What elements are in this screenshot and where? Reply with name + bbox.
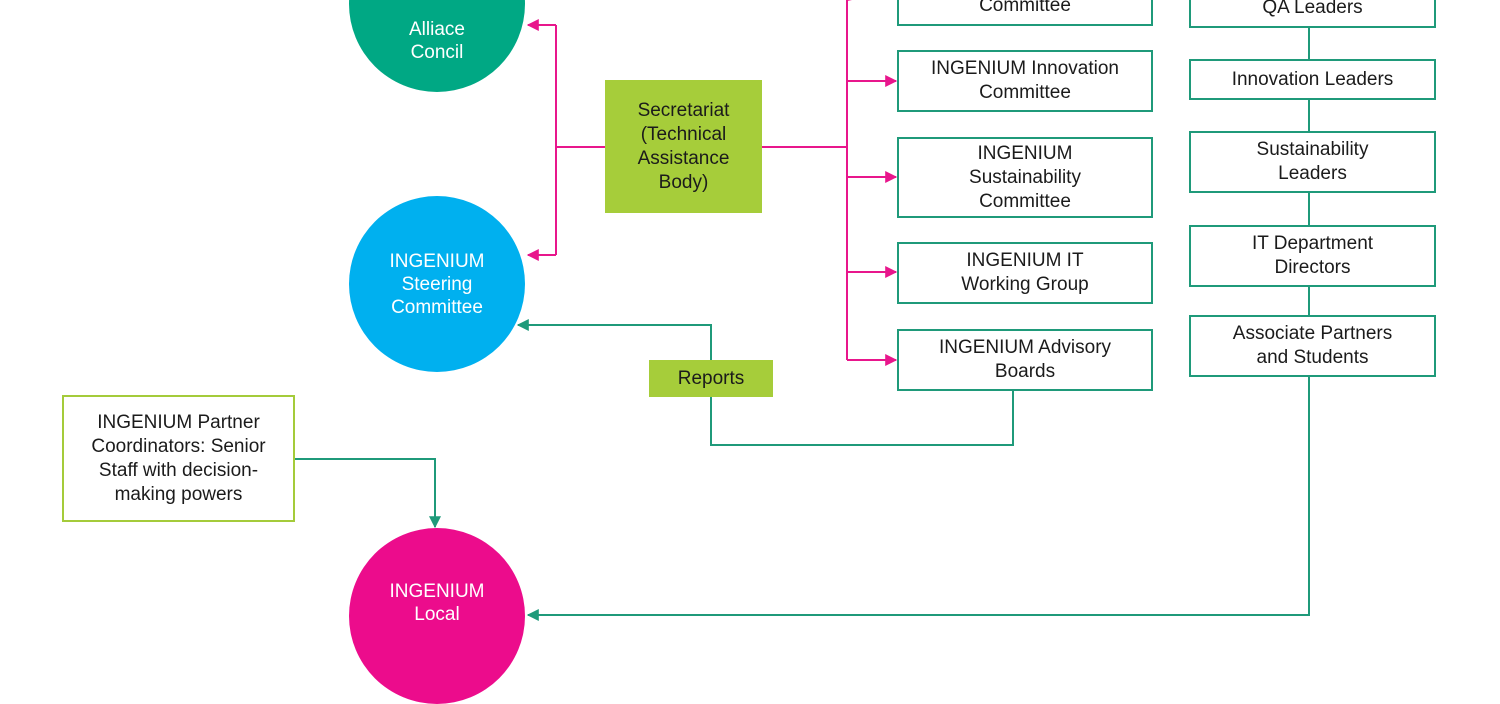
qa-leaders-box: QA Leaders	[1189, 0, 1436, 28]
secretariat-to-circles-connector	[526, 19, 605, 261]
partner-coordinators-connector	[294, 458, 441, 529]
reports-box: Reports	[649, 360, 773, 397]
committee-top-partial-box: Committee	[897, 0, 1153, 26]
reports-label: Reports	[677, 367, 745, 389]
local-circle: INGENIUM Local	[349, 528, 525, 704]
leaders-column-connector	[526, 28, 1310, 621]
steering-committee-label: INGENIUM Steering Committee	[389, 250, 485, 318]
associate-partners-box: Associate Partners and Students	[1189, 315, 1436, 377]
qa-leaders-label: QA Leaders	[1262, 0, 1363, 18]
it-directors-box: IT Department Directors	[1189, 225, 1436, 287]
partner-coordinators-box: INGENIUM Partner Coordinators: Senior St…	[62, 395, 295, 522]
sustainability-leaders-box: Sustainability Leaders	[1189, 131, 1436, 193]
secretariat-label: Secretariat (Technical Assistance Body)	[637, 99, 730, 193]
alliance-council-label: Alliace Concil	[409, 19, 465, 63]
reports-connector	[516, 319, 1014, 446]
it-directors-label: IT Department Directors	[1251, 233, 1374, 278]
advisory-boards-label: INGENIUM Advisory Boards	[938, 337, 1112, 382]
secretariat-box: Secretariat (Technical Assistance Body)	[605, 80, 762, 213]
innovation-leaders-label: Innovation Leaders	[1231, 68, 1394, 90]
secretariat-to-committees-connector	[761, 0, 898, 366]
innovation-committee-label: INGENIUM Innovation Committee	[931, 58, 1119, 103]
local-label: INGENIUM Local	[389, 581, 485, 625]
sustainability-committee-box: INGENIUM Sustainability Committee	[897, 137, 1153, 218]
innovation-committee-box: INGENIUM Innovation Committee	[897, 50, 1153, 112]
partner-coordinators-label: INGENIUM Partner Coordinators: Senior St…	[91, 411, 266, 505]
sustainability-committee-label: INGENIUM Sustainability Committee	[969, 142, 1081, 212]
it-working-group-label: INGENIUM IT Working Group	[961, 250, 1089, 295]
advisory-boards-box: INGENIUM Advisory Boards	[897, 329, 1153, 391]
sustainability-leaders-label: Sustainability Leaders	[1256, 139, 1369, 184]
associate-partners-label: Associate Partners and Students	[1232, 323, 1393, 368]
innovation-leaders-box: Innovation Leaders	[1189, 59, 1436, 100]
committee-top-partial-label: Committee	[979, 0, 1071, 16]
steering-committee-circle: INGENIUM Steering Committee	[349, 196, 525, 372]
connector-layer	[294, 0, 1310, 621]
it-working-group-box: INGENIUM IT Working Group	[897, 242, 1153, 304]
